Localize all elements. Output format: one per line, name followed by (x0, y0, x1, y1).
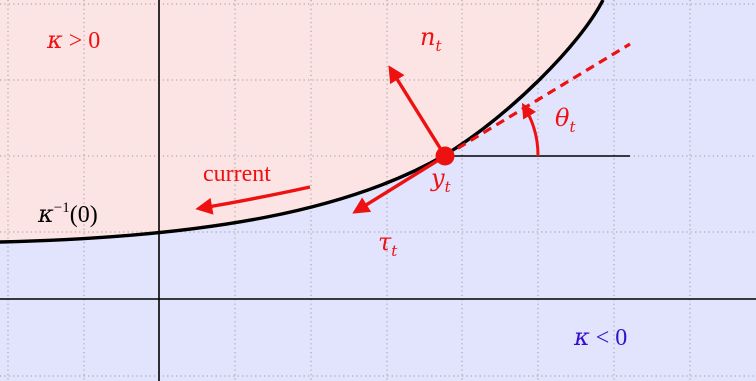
tangent-vector-arrow (352, 154, 446, 214)
normal-vector-arrow (388, 65, 447, 157)
level-set-label: κ−1(0) (37, 200, 98, 228)
point-yt (435, 146, 455, 166)
angle-label: θt (555, 104, 576, 136)
point-label: yt (430, 164, 452, 196)
tangent-vector-label: τt (378, 228, 398, 260)
normal-vector-label: nt (420, 23, 442, 55)
positive-region (0, 0, 603, 242)
current-label: current (203, 161, 271, 187)
level-set-curve (0, 0, 605, 244)
positive-region-label: κ > 0 (46, 26, 100, 54)
negative-region-label: κ < 0 (573, 323, 627, 351)
current-direction-arrow (195, 185, 311, 215)
theta-arc (521, 102, 540, 157)
tangent-dashed-line (444, 42, 631, 158)
